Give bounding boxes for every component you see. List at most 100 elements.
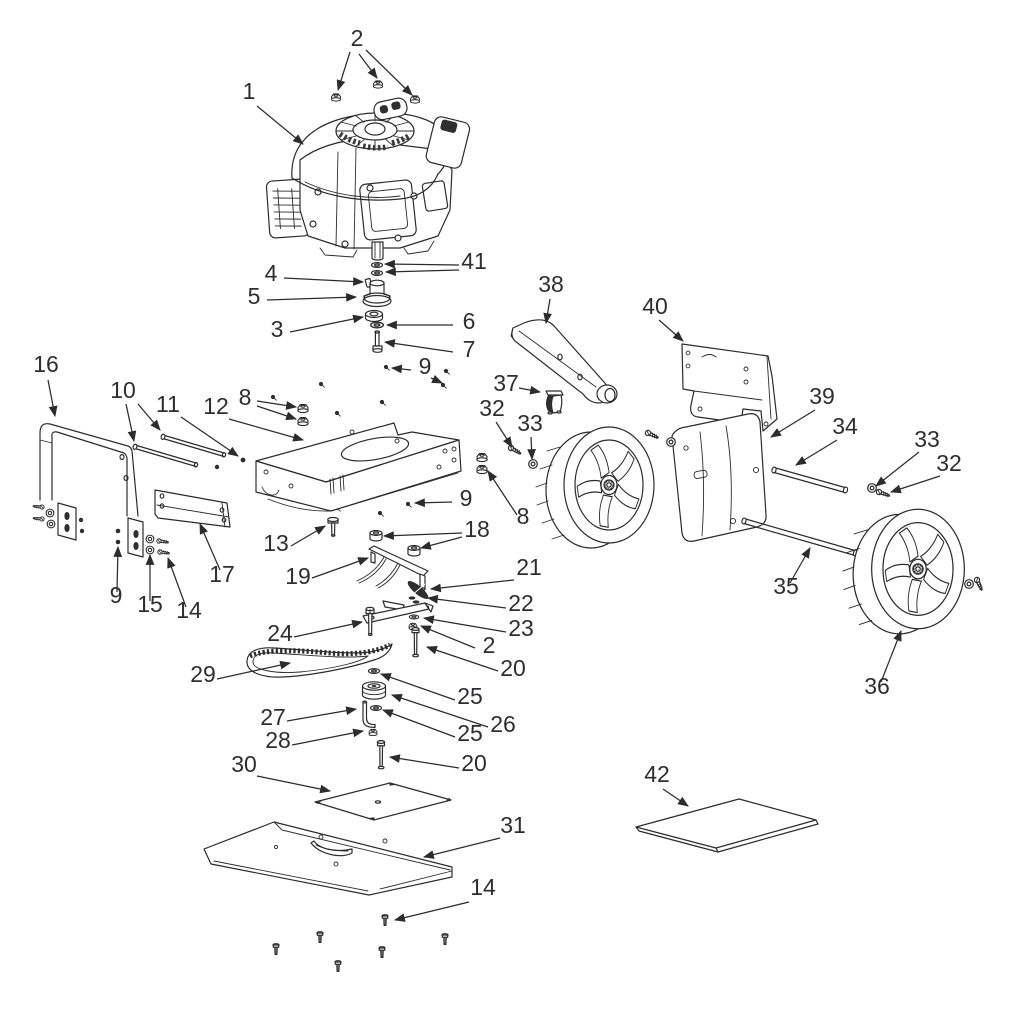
callout-14-handle: 14 <box>176 597 202 623</box>
washers-22 <box>408 596 420 604</box>
flange-nuts-8-left <box>297 404 309 427</box>
washer-25-upper <box>367 667 381 675</box>
engine-fuel-tank <box>425 116 471 169</box>
idler-pulley-26 <box>361 681 387 700</box>
callout-34: 34 <box>832 413 858 439</box>
pin <box>214 464 220 470</box>
pin-11 <box>240 457 246 463</box>
engine-fan-cover <box>335 112 415 151</box>
bushing-18b <box>407 544 421 557</box>
callout-5: 5 <box>248 283 261 309</box>
washer-23 <box>408 614 420 620</box>
washer-33-left <box>528 459 538 469</box>
leader-lines <box>47 49 941 922</box>
callout-19: 19 <box>285 563 311 589</box>
shaft-stack <box>362 262 392 353</box>
bolt-20-lower <box>376 739 386 770</box>
handle-plate-right <box>127 517 144 558</box>
callout-4: 4 <box>265 260 278 286</box>
callout-9-handle: 9 <box>110 582 123 608</box>
callout-32-left: 32 <box>479 395 505 421</box>
callout-35: 35 <box>773 573 799 599</box>
callouts: 2 1 41 4 5 3 6 7 38 40 9 37 16 10 11 12 … <box>33 25 962 900</box>
flange-nuts-8-right <box>476 453 488 475</box>
callout-18: 18 <box>464 516 490 542</box>
screws-14-bottom <box>272 914 449 973</box>
side-panel-39 <box>671 413 767 542</box>
callout-9-deck: 9 <box>460 485 473 511</box>
spacer-3 <box>364 309 384 323</box>
callout-14-bottom: 14 <box>470 874 496 900</box>
engine-plate-12 <box>255 422 462 512</box>
callout-40: 40 <box>642 293 668 319</box>
callout-9-top: 9 <box>419 353 432 379</box>
nut-28 <box>368 728 378 737</box>
screw-32 <box>972 575 985 592</box>
washer-33 <box>964 579 974 589</box>
callout-20-lower: 20 <box>461 750 487 776</box>
callout-28: 28 <box>265 727 291 753</box>
washer-41a <box>370 262 384 268</box>
bracket-40 <box>681 343 778 432</box>
screw-32-right <box>875 488 891 499</box>
callout-7: 7 <box>463 336 476 362</box>
handle-plate-left <box>57 502 77 541</box>
bolt-14 <box>155 537 170 545</box>
callout-26: 26 <box>490 711 516 737</box>
callout-2-top: 2 <box>351 25 364 51</box>
hook-bolt <box>32 515 45 522</box>
handle-hardware <box>32 503 171 556</box>
engine-shaft <box>371 241 384 261</box>
roller-clamp-37 <box>545 390 564 415</box>
bolt-20-upper <box>411 626 420 658</box>
bolt-13 <box>327 516 339 537</box>
idler-arm-24 <box>362 600 434 624</box>
handle-16 <box>39 423 144 558</box>
support-arm-38 <box>510 319 618 404</box>
screw-9 <box>115 539 121 545</box>
plate-30 <box>314 782 452 821</box>
callout-23: 23 <box>508 615 534 641</box>
callout-41: 41 <box>461 248 487 274</box>
callout-24: 24 <box>267 620 293 646</box>
callout-6: 6 <box>463 308 476 334</box>
callout-13: 13 <box>263 530 289 556</box>
engine-mount-nuts <box>330 80 421 104</box>
engine-block <box>299 139 453 258</box>
callout-37: 37 <box>493 370 519 396</box>
bolt-24 <box>365 606 375 636</box>
callout-39: 39 <box>809 383 835 409</box>
bracket-17 <box>154 489 231 528</box>
callout-8-right: 8 <box>517 503 530 529</box>
callout-16: 16 <box>33 351 59 377</box>
axle-rod-34 <box>771 466 849 494</box>
engine-handle <box>373 97 408 121</box>
base-plate-31 <box>203 821 453 896</box>
washer-6 <box>369 321 385 329</box>
engine <box>265 97 471 261</box>
washer-25-lower <box>369 704 383 712</box>
callout-30: 30 <box>231 751 257 777</box>
callout-22: 22 <box>508 590 534 616</box>
callout-15: 15 <box>137 591 163 617</box>
callout-29: 29 <box>190 661 216 687</box>
wheel-front <box>535 426 655 549</box>
callout-21: 21 <box>516 554 542 580</box>
callout-38: 38 <box>538 271 564 297</box>
screw-9 <box>115 528 121 534</box>
callout-17: 17 <box>209 561 235 587</box>
spacer-27 <box>362 700 376 729</box>
wheel-36 <box>842 508 965 635</box>
hook-bolt <box>32 503 45 510</box>
callout-8-left: 8 <box>239 384 252 410</box>
pulley-adapter-5 <box>362 279 392 308</box>
washer-33 <box>666 437 676 447</box>
callout-33-left: 33 <box>517 410 543 436</box>
callout-25-lower: 25 <box>457 720 483 746</box>
callout-31: 31 <box>500 812 526 838</box>
washer-33-right <box>867 483 877 493</box>
callout-1: 1 <box>243 78 256 104</box>
callout-11: 11 <box>156 391 180 417</box>
